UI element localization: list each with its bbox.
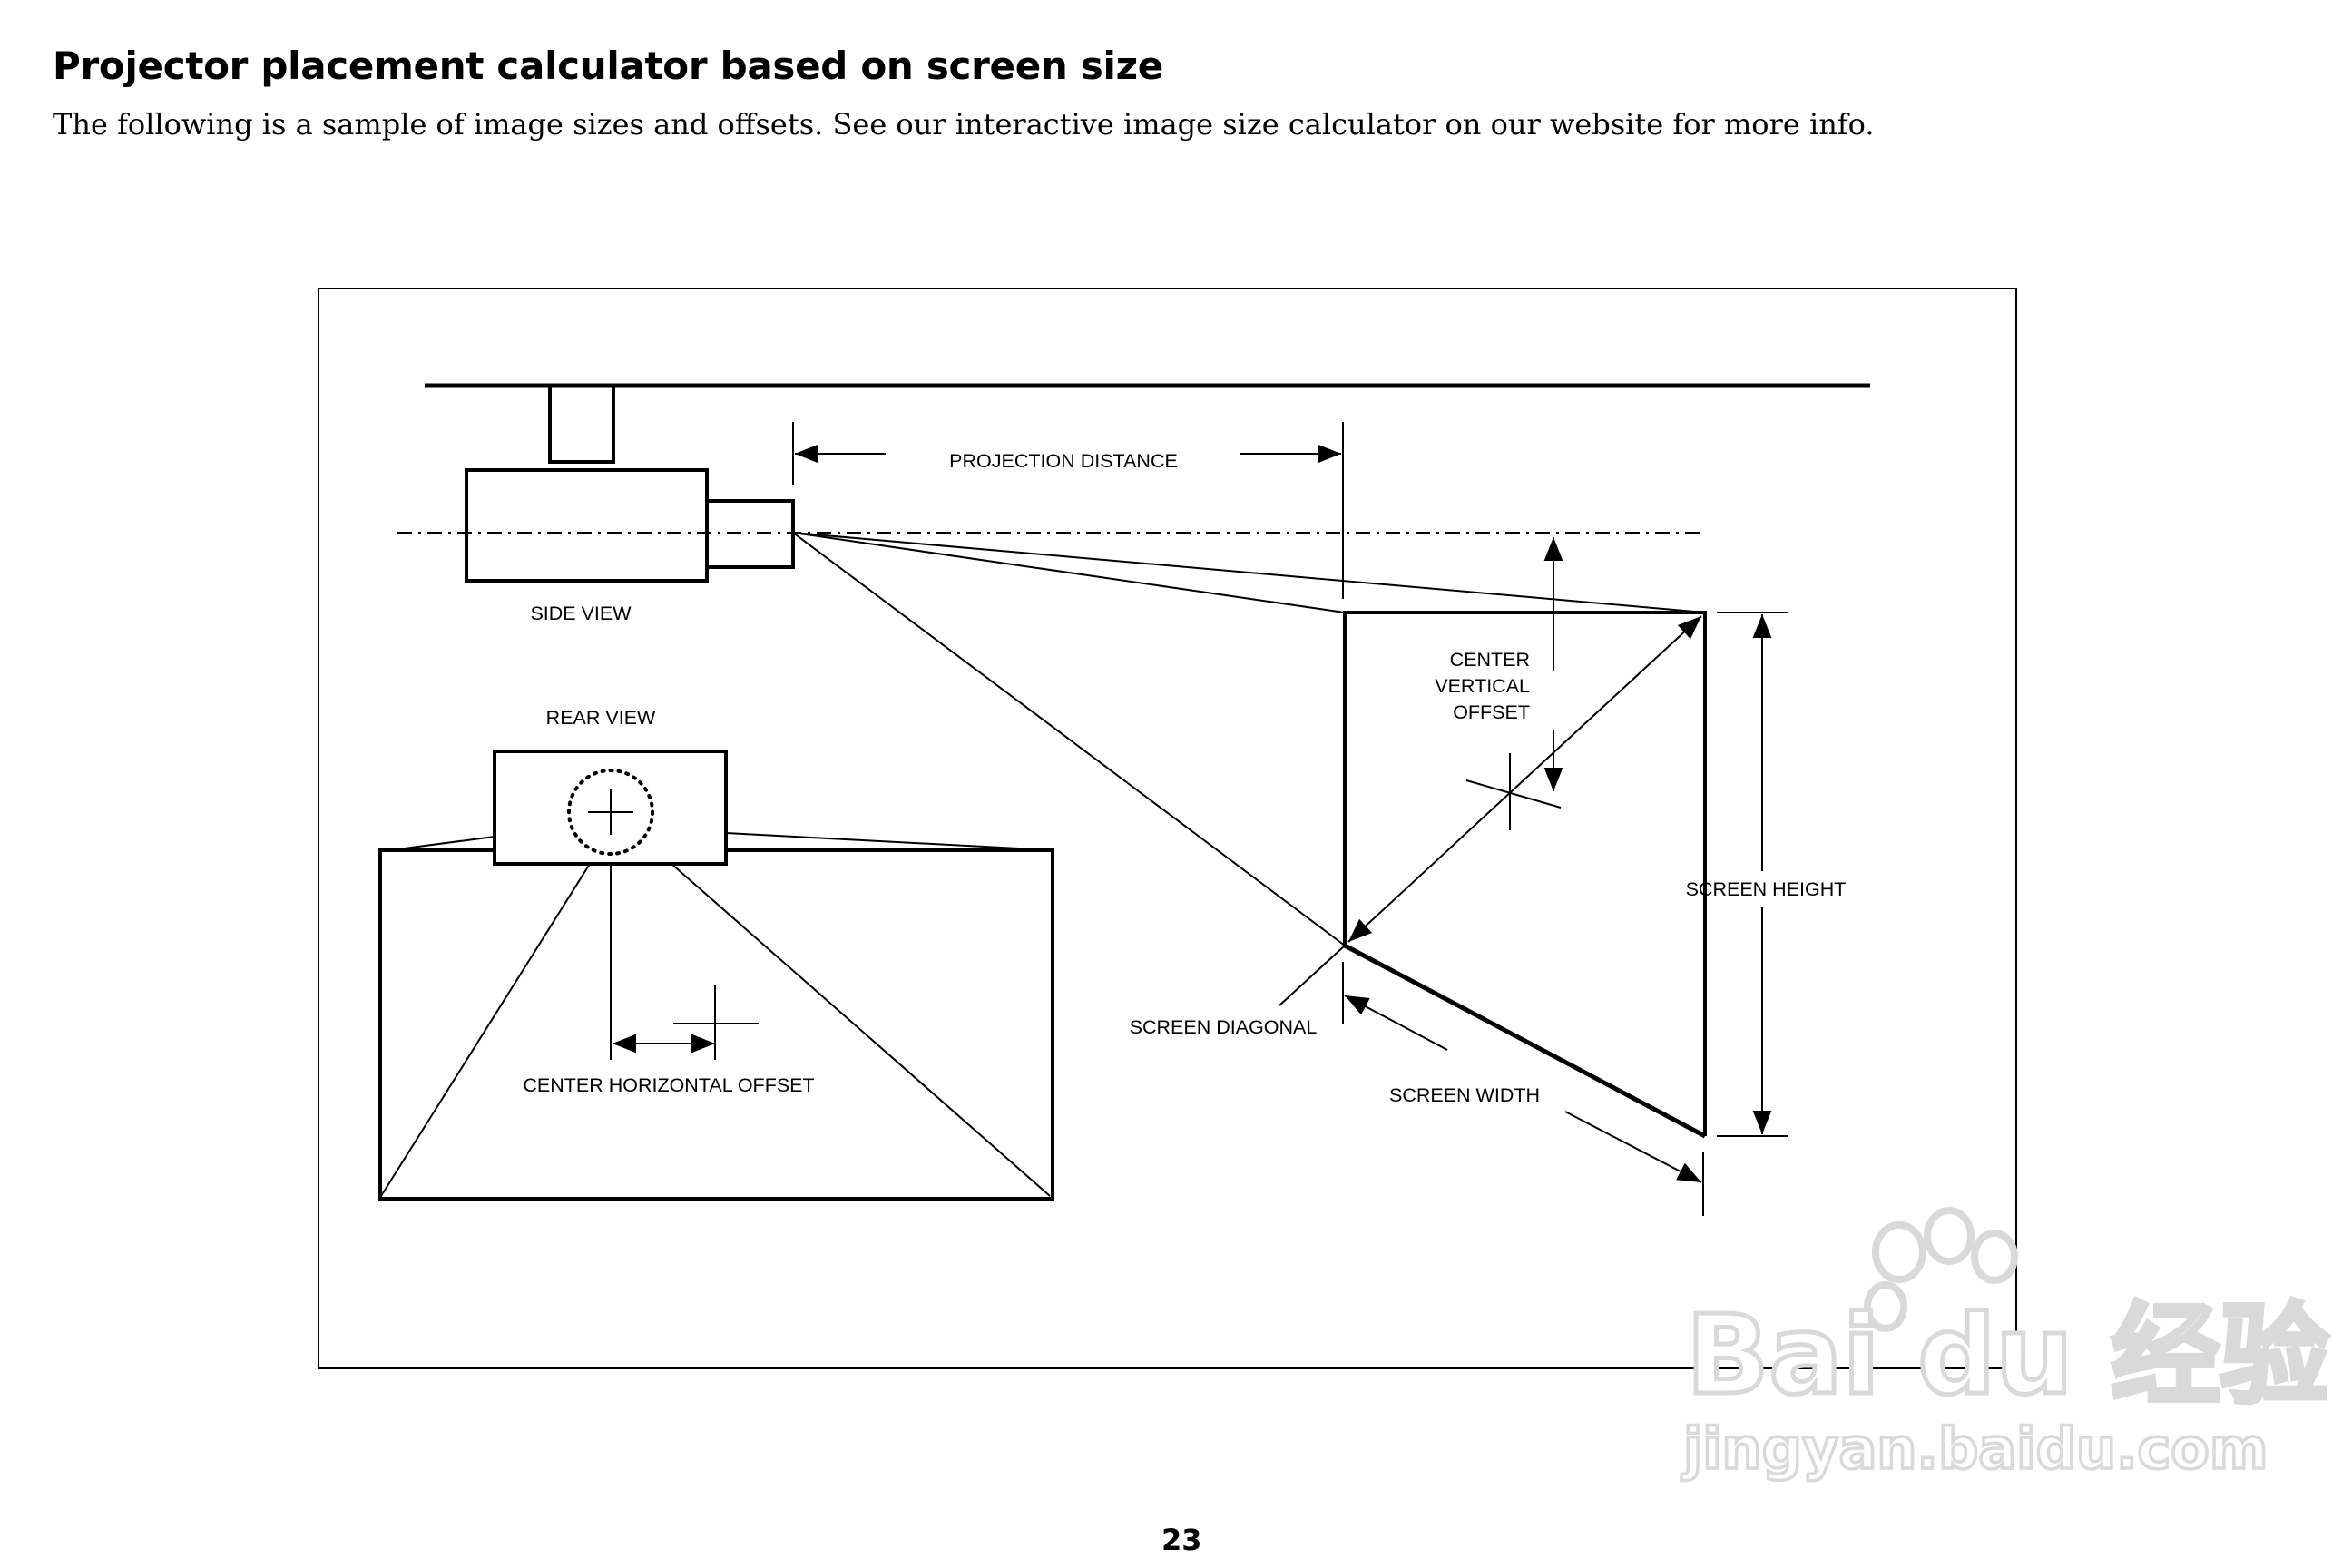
page-intro: The following is a sample of image sizes… [53,107,1875,142]
center-horizontal-offset-label: CENTER HORIZONTAL OFFSET [523,1074,814,1096]
center-vertical-offset-label-line-1: CENTER [1450,649,1530,671]
screen-height-label: SCREEN HEIGHT [1686,878,1847,900]
projector-lens [705,499,795,569]
screen-outline [1343,611,1707,1139]
projector-side-view [465,384,795,583]
screen-height-dimension [1717,612,1788,1137]
center-vertical-offset-label-line-3: OFFSET [1453,701,1530,723]
diagram-frame [318,288,2017,1369]
page-number: 23 [1161,1523,1202,1557]
projection-distance-label: PROJECTION DISTANCE [949,450,1178,472]
page-title: Projector placement calculator based on … [53,44,1163,88]
screen-diagonal-label: SCREEN DIAGONAL [1130,1016,1318,1038]
side-view-label: SIDE VIEW [530,603,632,624]
screen-width-label: SCREEN WIDTH [1389,1084,1540,1106]
screen-diagonal-dimension [1279,615,1702,1006]
screen-width-dimension [1342,962,1704,1216]
center-horizontal-offset-dimension [612,985,759,1060]
ceiling-mount [548,384,615,464]
center-vertical-offset-label-line-2: VERTICAL [1435,675,1530,697]
lens-circle [567,769,654,856]
rear-view-label: REAR VIEW [546,707,656,729]
projector-rear-view [378,750,1054,1200]
projection-distance-dimension [792,422,1344,599]
projector-body [465,468,709,583]
